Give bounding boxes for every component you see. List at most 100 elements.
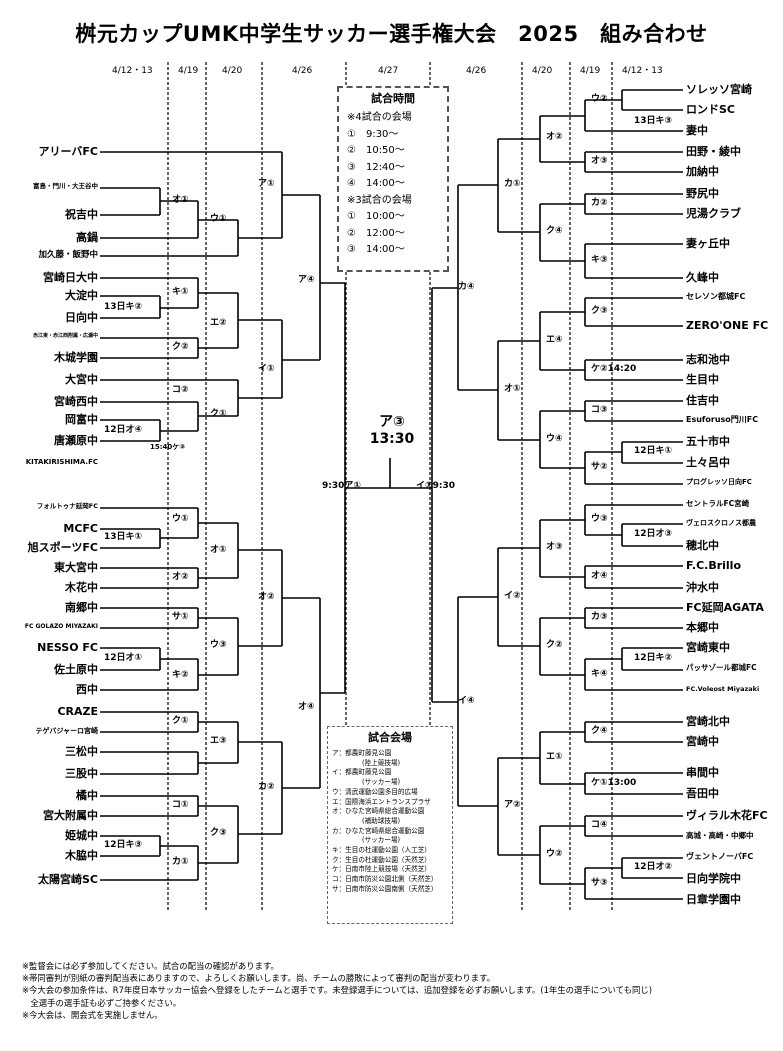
team-right: 住吉中 (686, 394, 719, 407)
team-right: ソレッソ宮崎 (686, 83, 752, 96)
schedule-line: ③ 14:00～ (347, 244, 405, 255)
match-label: カ③ (591, 612, 608, 622)
venue-line: ア：都農町藤見公園 (332, 749, 392, 757)
team-left: 高鍋 (76, 231, 98, 244)
match-label: イ④ (458, 696, 475, 706)
match-label: 12日キ① (634, 446, 673, 456)
match-label: オ④ (591, 571, 608, 581)
match-label: ク④ (591, 726, 608, 736)
team-right: ヴェントノーバFC (686, 852, 754, 861)
team-right: 高城・高崎・中郷中 (686, 831, 754, 840)
team-left: 大宮中 (65, 373, 98, 386)
team-right: セントラルFC宮崎 (686, 499, 750, 508)
match-label: ウ③ (591, 514, 608, 524)
match-label: 12日オ③ (634, 529, 673, 539)
match-label: ウ④ (546, 434, 563, 444)
match-label: コ① (172, 800, 189, 810)
match-label: ケ①13:00 (591, 778, 637, 788)
match-label: オ④ (298, 702, 315, 712)
match-label: ウ② (591, 94, 608, 104)
match-label: オ① (210, 545, 227, 555)
team-right: Esuforuso門川FC (686, 415, 759, 424)
match-label: ケ②14:20 (591, 364, 637, 374)
match-label: オ① (504, 384, 521, 394)
team-left: 木花中 (65, 581, 98, 594)
match-label: ク③ (210, 828, 227, 838)
match-label: オ② (546, 132, 563, 142)
final-match: ア③ 13:30 (362, 414, 422, 448)
date-header-left-1: 4/12・13 (112, 66, 153, 76)
schedule-line: ④ 14:00～ (347, 178, 405, 189)
match-label: ウ① (210, 214, 227, 224)
page-title: 桝元カップUMK中学生サッカー選手権大会 2025 組み合わせ (75, 22, 708, 46)
venue-line: コ：日南市防災公園北側（天然芝） (332, 875, 438, 884)
note-line: ※監督会には必ず参加してください。試合の配当の確認があります。 (22, 961, 279, 971)
team-right: 生目中 (686, 373, 719, 386)
schedule-line: ③ 12:40～ (347, 161, 405, 173)
team-right: 児湯クラブ (686, 207, 741, 220)
match-label: ア④ (298, 275, 315, 285)
match-label: ク④ (546, 226, 563, 236)
schedule-line: ② 12:00～ (347, 227, 405, 239)
match-label: カ② (258, 782, 275, 792)
match-label: エ② (210, 318, 227, 328)
team-right: 加納中 (686, 165, 719, 178)
team-right: 日向学院中 (686, 872, 741, 885)
team-right: 久峰中 (686, 271, 719, 284)
match-label: ク① (172, 716, 189, 726)
venue-line: ウ：清武運動公園多目的広場 (332, 787, 418, 796)
venue-line: サ：日南市防災公園南側（天然芝） (332, 884, 438, 893)
match-label: ウ① (172, 514, 189, 524)
match-label: ア② (504, 800, 521, 810)
team-right: ヴィラル木花FC (686, 809, 768, 822)
venue-line: (サッカー場) (362, 836, 401, 845)
team-left: 西中 (76, 683, 98, 696)
team-right: 日章学園中 (686, 893, 741, 906)
venue-title: 試合会場 (368, 731, 412, 744)
match-label: キ① (172, 287, 189, 297)
team-right: 野尻中 (686, 187, 719, 200)
team-right: 田野・綾中 (686, 145, 741, 158)
team-left: CRAZE (57, 705, 98, 718)
venue-line: ケ：日南市陸上競技場（天然芝） (332, 865, 431, 874)
team-left: 富島・門川・大王谷中 (33, 182, 98, 190)
match-label: カ① (172, 857, 189, 867)
team-right: 沖水中 (686, 581, 719, 594)
date-header-right-4: 4/12・13 (622, 66, 663, 76)
team-right: ヴェロスクロノス都農 (686, 519, 756, 527)
date-header-left-2: 4/19 (178, 66, 199, 76)
team-right: 宮崎北中 (686, 715, 730, 728)
match-label: イ① (258, 364, 275, 374)
team-right: プログレッソ日向FC (686, 478, 752, 486)
match-label: 12日キ② (634, 653, 673, 663)
team-left: 三股中 (65, 767, 98, 780)
team-right: 志和池中 (686, 353, 730, 366)
date-header-right-2: 4/20 (532, 66, 553, 76)
team-left: 南郷中 (65, 601, 98, 614)
team-right: F.C.Brillo (686, 559, 742, 572)
team-right: 本郷中 (686, 621, 719, 634)
team-left: 太陽宮崎SC (38, 873, 98, 886)
match-label: ア① (258, 179, 275, 189)
venue-line: キ：生目の杜運動公園（人工芝） (332, 846, 431, 855)
date-header-right-3: 4/19 (580, 66, 601, 76)
match-label: ク② (172, 342, 189, 352)
venue-line: (サッカー場) (362, 778, 401, 787)
team-left: 岡富中 (65, 413, 98, 426)
team-left: 佐土原中 (54, 663, 98, 676)
match-label: 12日オ② (634, 862, 673, 872)
match-label: キ③ (591, 255, 608, 265)
team-right: セレソン都城FC (686, 292, 746, 301)
team-left: 三松中 (65, 745, 98, 758)
final-match-code: ア③ (379, 414, 405, 430)
team-left: 祝吉中 (65, 208, 98, 221)
match-label: エ④ (546, 335, 563, 345)
note-line: ※今大会は、開会式を実施しません。 (22, 1009, 163, 1020)
team-left: 旭スポーツFC (27, 541, 98, 554)
team-right: 土々呂中 (686, 456, 730, 469)
team-left: 宮崎日大中 (43, 271, 98, 284)
team-left: 大淀中 (65, 289, 98, 302)
match-label: 12日オ① (104, 653, 143, 663)
schedule-box: 試合時間 ※4試合の会場 ① 9:30～ ② 10:50～ ③ 12:40～ ④… (337, 86, 449, 272)
